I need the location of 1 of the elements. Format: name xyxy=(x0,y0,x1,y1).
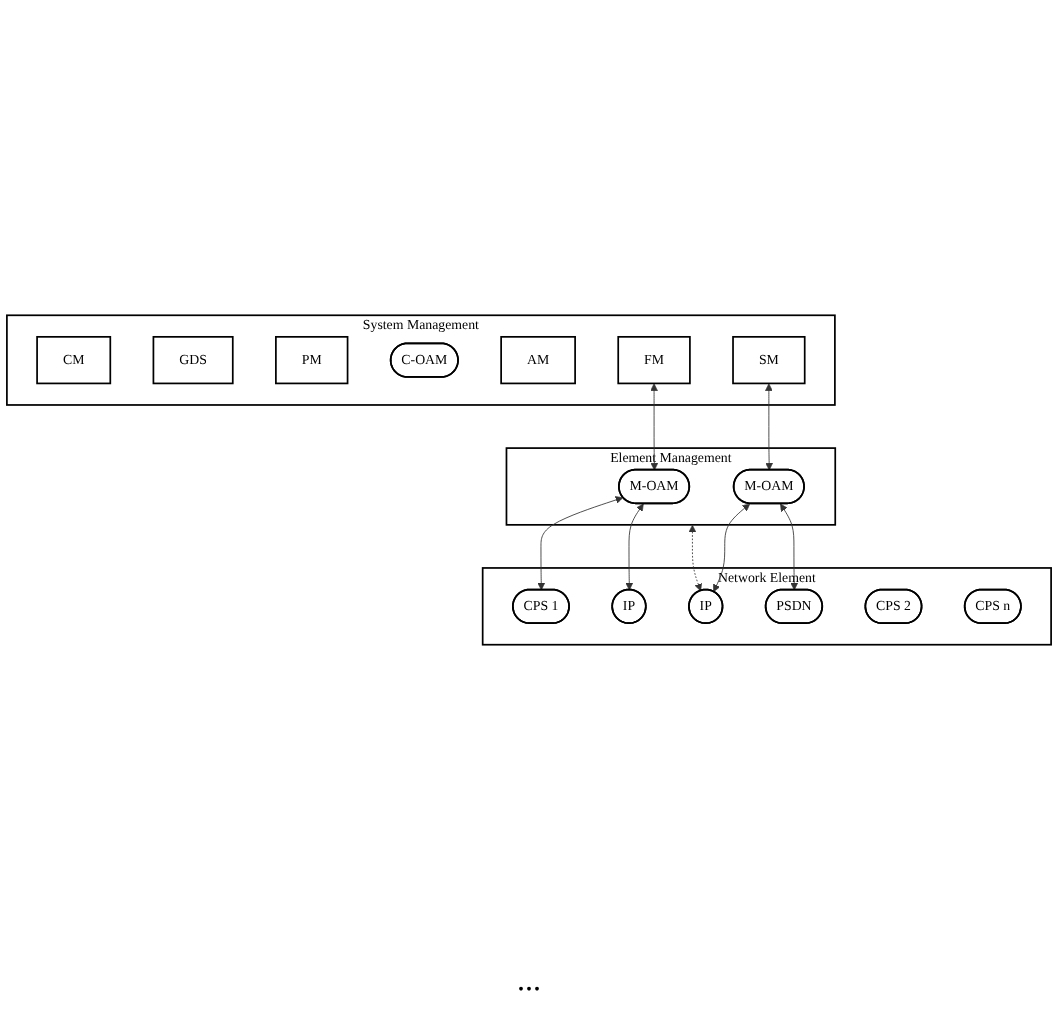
ellipsis-text: ... xyxy=(517,964,541,998)
